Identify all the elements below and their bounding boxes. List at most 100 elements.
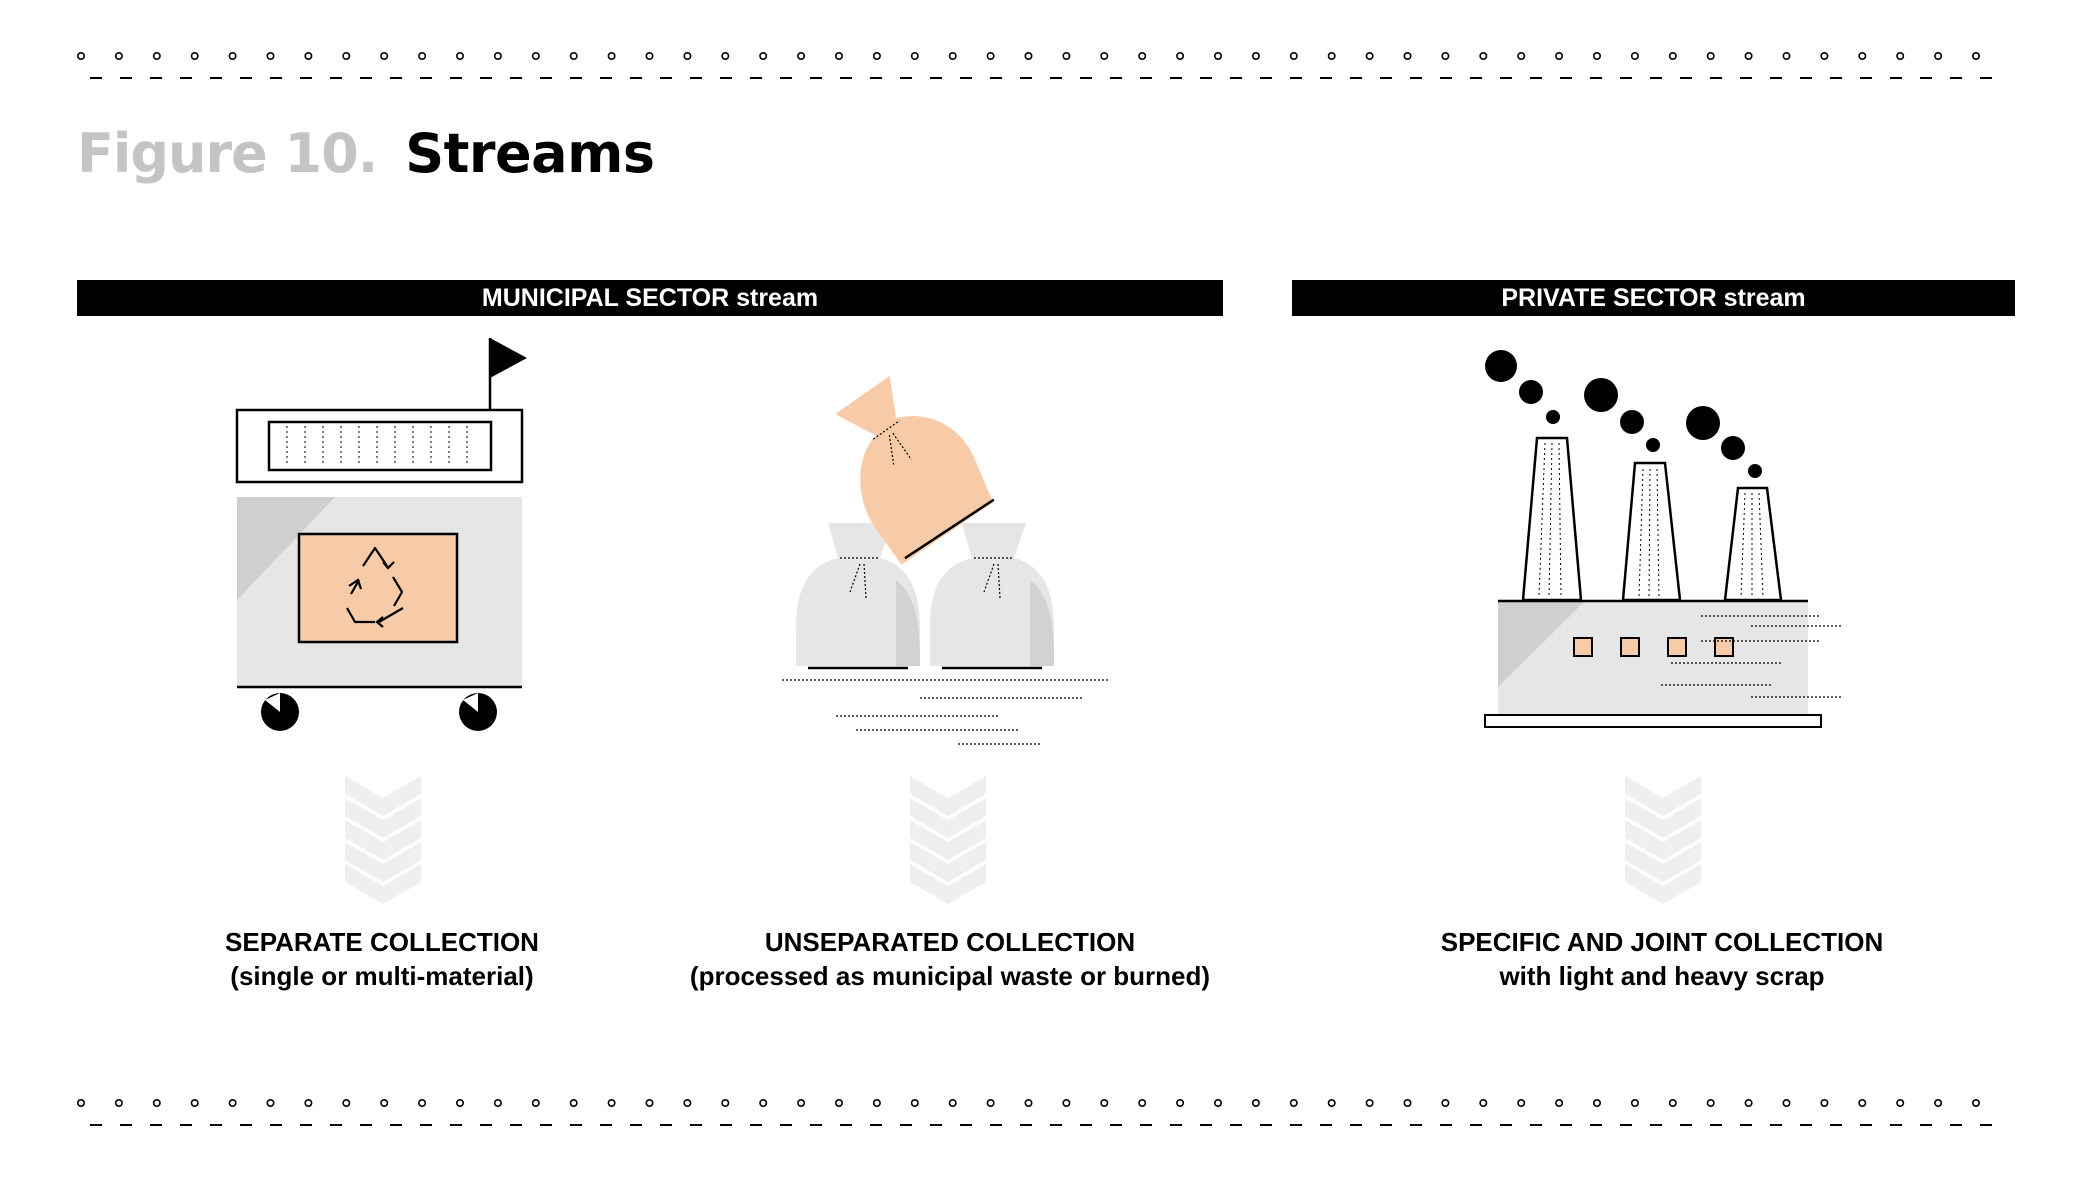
top-border-decoration [77,52,1992,79]
border-dot [797,1099,806,1108]
border-dot [1327,52,1336,61]
border-dot [759,52,768,61]
border-dot [948,1099,957,1108]
recycling-container-icon [235,338,527,731]
caption-separate-collection: SEPARATE COLLECTION (single or multi-mat… [62,925,702,993]
border-dot [986,52,995,61]
border-dot [1972,1099,1981,1108]
border-dot [1820,1099,1829,1108]
border-dot [266,1099,275,1108]
border-dot [1403,52,1412,61]
border-dot [1251,52,1260,61]
border-dot [683,1099,692,1108]
figure-heading: Figure 10. Streams [77,122,655,202]
border-dot [1706,1099,1715,1108]
border-dot [1100,52,1109,61]
border-dot [1858,52,1867,61]
border-dot [1441,52,1450,61]
border-dot [152,1099,161,1108]
border-dot [1517,1099,1526,1108]
border-dot [797,52,806,61]
border-dot [721,1099,730,1108]
border-dot [1517,52,1526,61]
border-dot [266,52,275,61]
border-dot [1782,52,1791,61]
border-dot [872,52,881,61]
caption-title: UNSEPARATED COLLECTION [764,927,1136,957]
figure-label: Figure 10. [77,122,378,185]
border-dot [1744,1099,1753,1108]
down-chevron-arrow-1 [345,776,421,904]
border-dot [152,52,161,61]
border-dot [493,1099,502,1108]
border-dot [531,52,540,61]
border-dot [1630,1099,1639,1108]
border-dot [77,52,86,61]
caption-subtitle: (single or multi-material) [230,961,534,991]
border-dot [986,1099,995,1108]
border-dot [1024,52,1033,61]
border-dot [569,52,578,61]
border-dot [455,52,464,61]
border-dot [380,52,389,61]
border-dot [493,52,502,61]
garbage-bags-icon [782,376,1110,745]
border-dot [531,1099,540,1108]
border-dot [1820,52,1829,61]
border-dot [1441,1099,1450,1108]
caption-subtitle: with light and heavy scrap [1499,961,1825,991]
border-dot [114,52,123,61]
border-dot [759,1099,768,1108]
border-dot [418,1099,427,1108]
border-dot [228,1099,237,1108]
border-dot [342,1099,351,1108]
figure-title: Streams [405,122,655,185]
border-dot [1365,1099,1374,1108]
border-dot [721,52,730,61]
caption-unseparated-collection: UNSEPARATED COLLECTION (processed as mun… [630,925,1270,993]
border-dot [1289,52,1298,61]
border-dot [342,52,351,61]
border-dot [1251,1099,1260,1108]
caption-title: SEPARATE COLLECTION [225,927,539,957]
border-dot [114,1099,123,1108]
border-dot [834,1099,843,1108]
bottom-border-decoration [77,1099,1992,1126]
border-dot [1479,52,1488,61]
caption-title: SPECIFIC AND JOINT COLLECTION [1440,927,1884,957]
border-dot [1555,52,1564,61]
factory-icon [1484,350,1841,728]
border-dot [1593,1099,1602,1108]
border-dot [1176,52,1185,61]
border-dot [1327,1099,1336,1108]
down-chevron-arrow-2 [910,776,986,904]
border-dot [1668,1099,1677,1108]
border-dot [304,1099,313,1108]
border-dot [683,52,692,61]
border-dot [1972,52,1981,61]
border-dot [1403,1099,1412,1108]
border-dot [1593,52,1602,61]
border-dot [1176,1099,1185,1108]
border-dot [1138,1099,1147,1108]
border-dot [1365,52,1374,61]
border-dot [1668,52,1677,61]
border-dot [1555,1099,1564,1108]
caption-specific-joint-collection: SPECIFIC AND JOINT COLLECTION with light… [1342,925,1982,993]
border-dot [380,1099,389,1108]
border-dot [1706,52,1715,61]
border-dot [607,52,616,61]
border-dot [872,1099,881,1108]
border-dot [1062,1099,1071,1108]
border-dot [455,1099,464,1108]
border-dot [1289,1099,1298,1108]
border-dot [910,52,919,61]
border-dot [910,1099,919,1108]
border-dot [1100,1099,1109,1108]
border-dot [1214,52,1223,61]
caption-subtitle: (processed as municipal waste or burned) [689,961,1211,991]
border-dot [1896,52,1905,61]
border-dot [834,52,843,61]
border-dot [418,52,427,61]
border-dot [569,1099,578,1108]
